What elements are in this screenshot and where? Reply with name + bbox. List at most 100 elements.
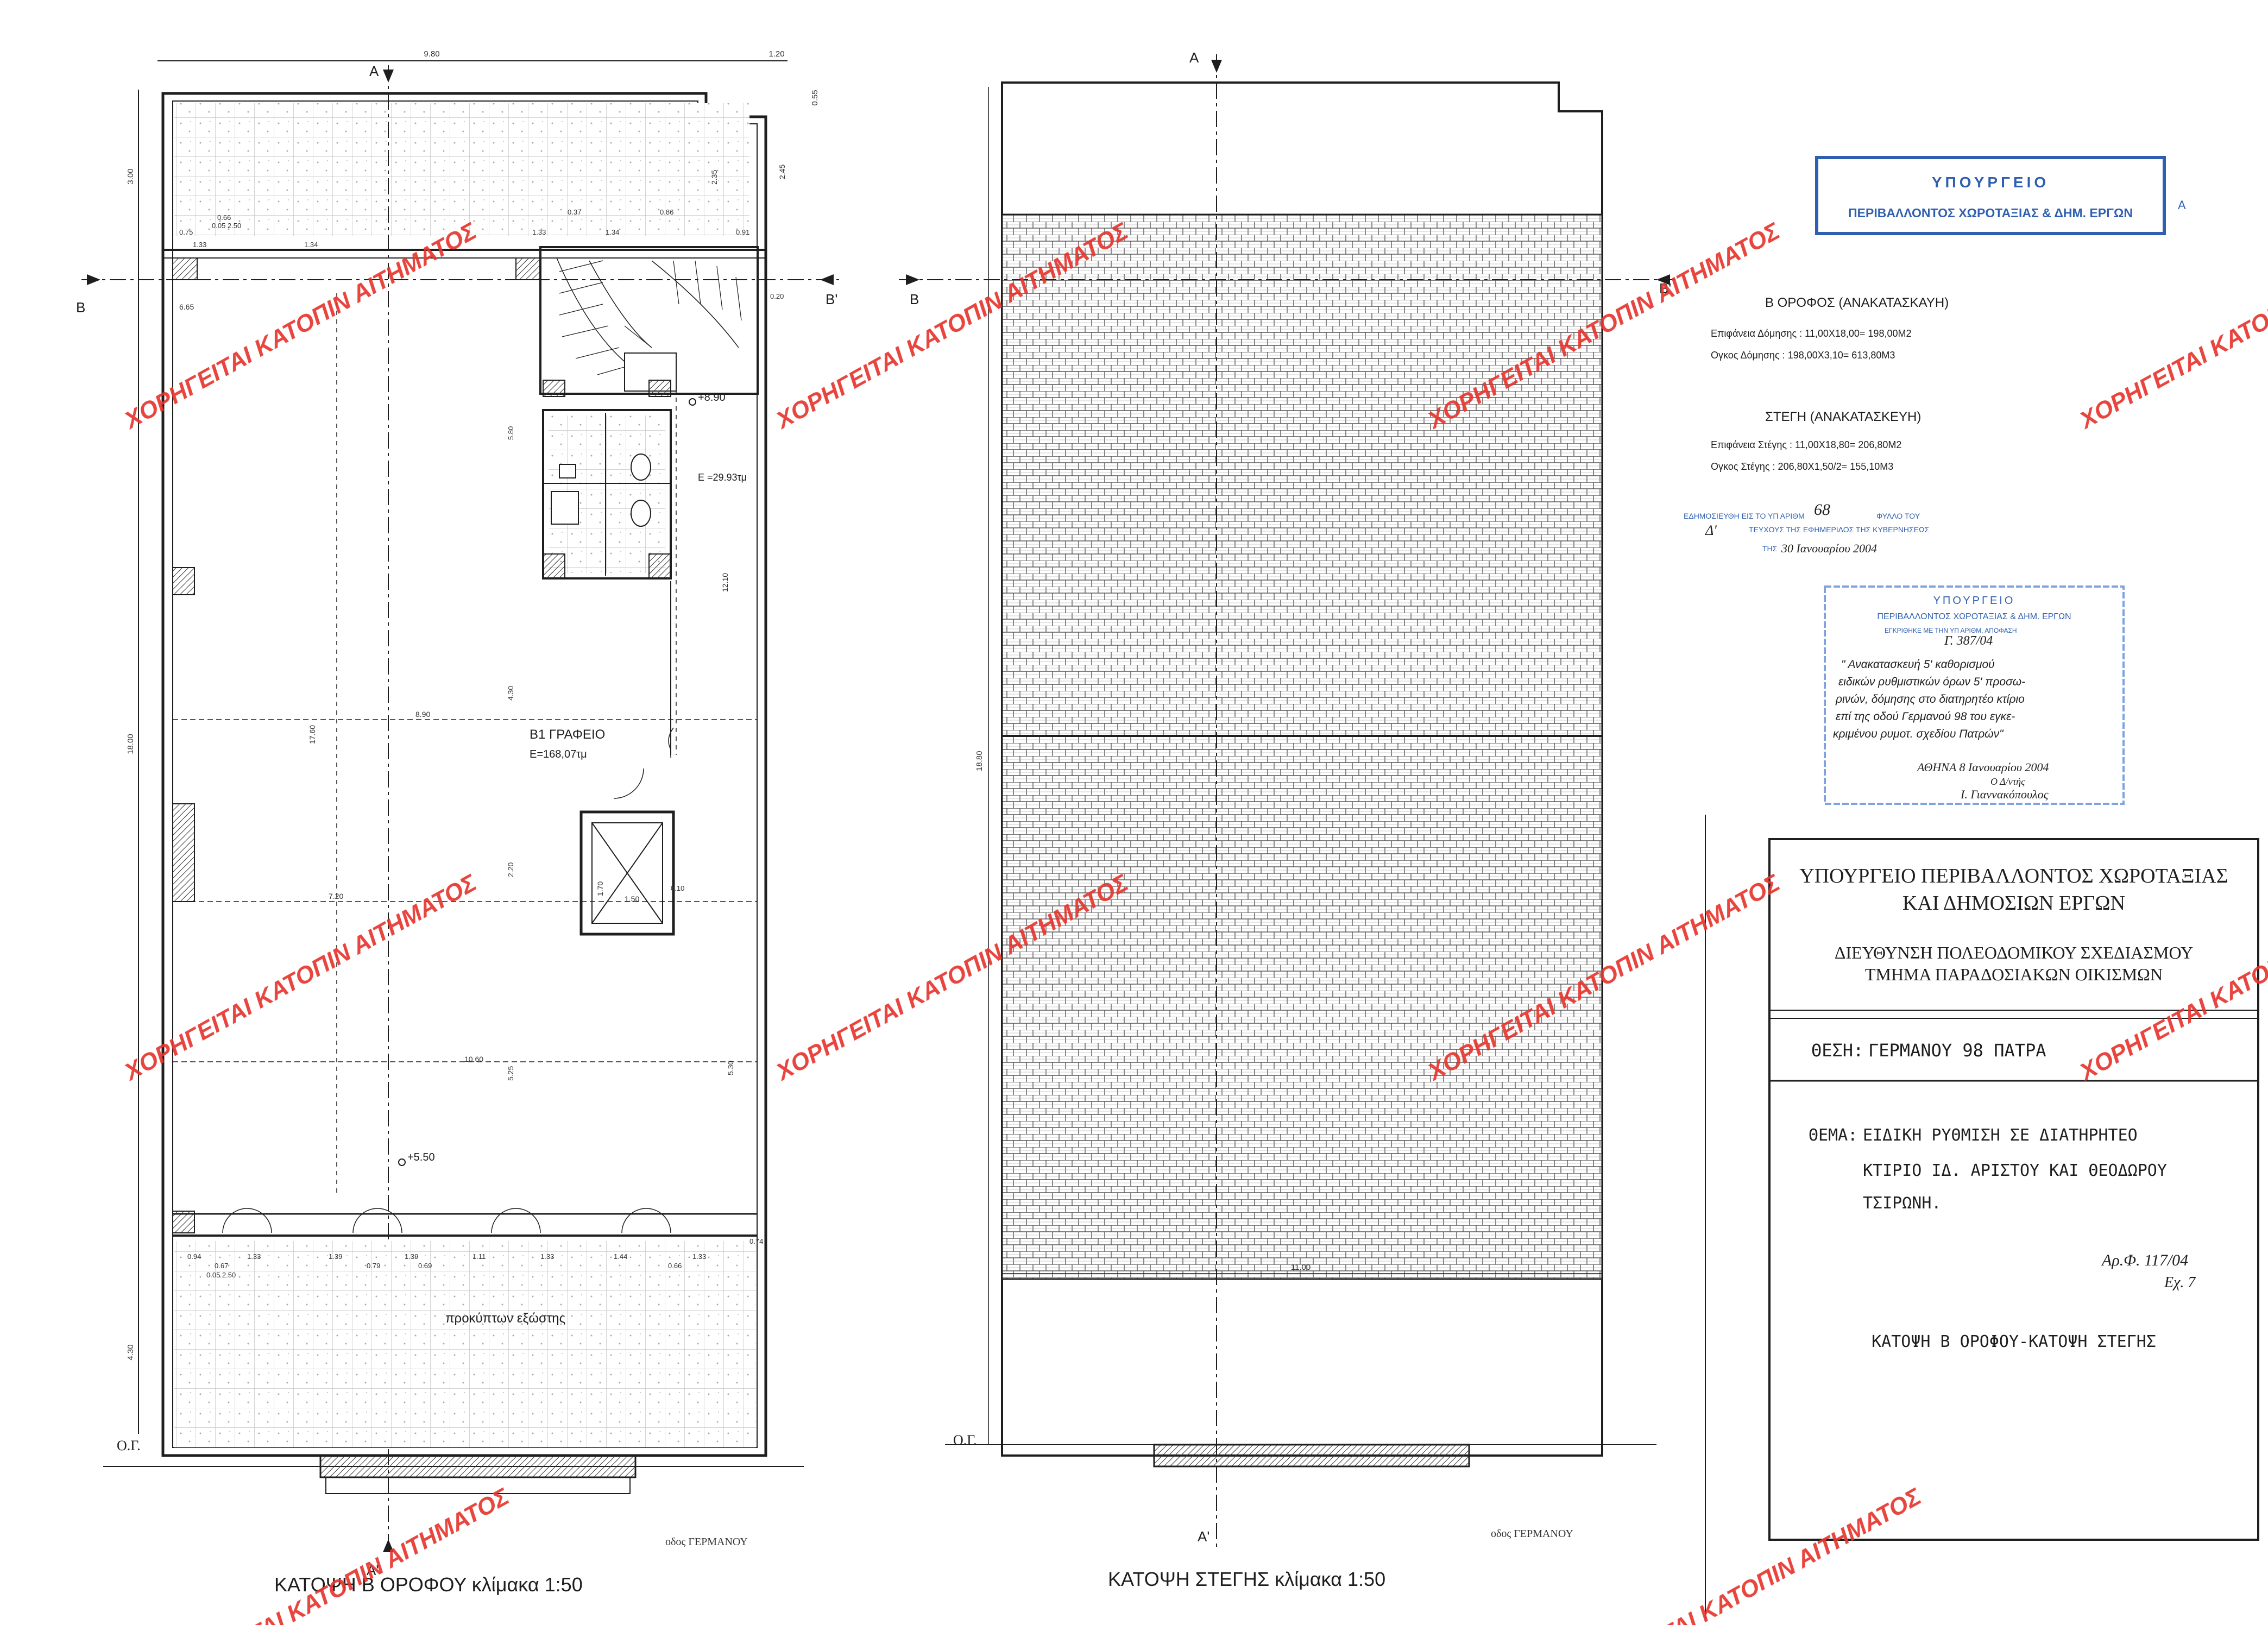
- dim-5.80: 5.80: [507, 426, 515, 440]
- front-balcony: [174, 1241, 756, 1447]
- dim-0.20: 0.20: [770, 292, 784, 300]
- approval-signature: Ι. Γιαννακόπουλος: [1960, 788, 2049, 801]
- toilet-icon: [631, 454, 651, 481]
- stair-treads: [559, 260, 742, 375]
- svg-text:" Ανακατασκευή 5' καθορισμού: " Ανακατασκευή 5' καθορισμού: [1841, 658, 1995, 671]
- approval-stamp-frame: [1824, 585, 2125, 805]
- title-ministry-line1: ΥΠΟΥΡΓΕΙΟ ΠΕΡΙΒΑΛΛΟΝΤΟΣ ΧΩΡΟΤΑΞΙΑΣ: [1799, 865, 2228, 887]
- roof-section-letter-b-prime: Β': [1659, 280, 1671, 297]
- publication-line1: ΕΔΗΜΟΣΙΕΥΘΗ ΕΙΣ ΤΟ ΥΠ ΑΡΙΘΜ: [1684, 512, 1805, 520]
- publication-stamp: ΕΔΗΜΟΣΙΕΥΘΗ ΕΙΣ ΤΟ ΥΠ ΑΡΙΘΜ 68 ΦΥΛΛΟ ΤΟΥ…: [1684, 501, 1929, 555]
- watermark-text: ΧΟΡΗΓΕΙΤΑΙ ΚΑΤΟΠΙΝ ΑΙΤΗΜΑΤΟΣ: [2074, 217, 2268, 434]
- top-balcony-dimensions: 0.75 1.33 1.34 1.33 1.34 0.91 0.66 0.05 …: [179, 208, 749, 249]
- b-floor-heading: Β ΟΡΟΦΟΣ (ΑΝΑΚΑΤΑΣΚΑΥΗ): [1765, 295, 1949, 310]
- approval-handwriting: " Ανακατασκευή 5' καθορισμού ειδικών ρυθ…: [1833, 658, 2025, 740]
- balcony-label: προκύπτων εξώστης: [445, 1311, 565, 1326]
- wc-block: [542, 409, 672, 580]
- publication-date: 30 Ιανουαρίου 2004: [1781, 541, 1877, 555]
- approval-line1: ΥΠΟΥΡΓΕΙΟ: [1933, 595, 2015, 607]
- svg-text:0.86: 0.86: [660, 208, 673, 216]
- wall-columns: [172, 257, 671, 1233]
- publication-issue: Δ': [1705, 522, 1717, 538]
- title-block-frame: [1768, 838, 2259, 1541]
- b-floor-volume: Ογκος Δόμησης : 198,00Χ3,10= 613,80Μ3: [1711, 350, 1895, 361]
- section-letter-b: Β: [76, 299, 85, 316]
- svg-text:1.33: 1.33: [532, 228, 546, 236]
- roof-dim-height: 18.80: [975, 751, 984, 771]
- svg-text:ειδικών ρυθμιστικών όρων 5' πρ: ειδικών ρυθμιστικών όρων 5' προσω-: [1838, 676, 2025, 688]
- ground-level-label: Ο.Γ.: [117, 1438, 141, 1453]
- roof-section-letter-a-prime: Α': [1198, 1528, 1209, 1545]
- svg-text:0.74: 0.74: [749, 1237, 763, 1245]
- publication-line2: ΤΕΥΧΟΥΣ ΤΗΣ ΕΦΗΜΕΡΙΔΟΣ ΤΗΣ ΚΥΒΕΡΝΗΣΕΩΣ: [1749, 525, 1929, 534]
- roof-street-label: οδος ΓΕΡΜΑΝΟΥ: [1491, 1528, 1573, 1540]
- roof-section-letter-b: Β: [910, 291, 919, 307]
- roof-plan: Α Α' Β Β' 18.80 11.00 Ο.Γ. οδος ΓΕΡΜΑΝΟΥ…: [899, 49, 1675, 1590]
- dim-5.25: 5.25: [506, 1066, 515, 1081]
- location-value: ΓΕΡΜΑΝΟΥ 98 ΠΑΤΡΑ: [1868, 1040, 2046, 1061]
- plan-title-b-floor: ΚΑΤΟΨΗ Β ΟΡΟΦΟΥ κλίμακα 1:50: [274, 1573, 583, 1596]
- publication-number: 68: [1814, 501, 1830, 519]
- svg-text:0.05 2.50: 0.05 2.50: [206, 1271, 236, 1279]
- dim-1.70: 1.70: [596, 881, 604, 896]
- area-info-block: Β ΟΡΟΦΟΣ (ΑΝΑΚΑΤΑΣΚΑΥΗ) Επιφάνεια Δόμηση…: [1711, 295, 1949, 472]
- lift-shaft: [579, 810, 675, 936]
- dim-0.10: 0.10: [671, 884, 684, 892]
- section-letter-b-prime: Β': [826, 291, 837, 307]
- dim-1.50: 1.50: [625, 895, 639, 903]
- bottom-balcony-dimensions: 0.94 1.33 1.39 1.39 1.11 1.33 1.44 1.33 …: [187, 1237, 763, 1279]
- location-label: ΘΕΣΗ:: [1811, 1040, 1863, 1061]
- dim-4.30: 4.30: [126, 1344, 135, 1360]
- svg-text:0.79: 0.79: [367, 1262, 380, 1270]
- dim-4.30-inner: 4.30: [506, 686, 515, 701]
- svg-text:1.39: 1.39: [405, 1252, 418, 1261]
- roof-tiles: [1001, 213, 1603, 1280]
- approval-line2: ΠΕΡΙΒΑΛΛΟΝΤΟΣ ΧΩΡΟΤΑΞΙΑΣ & ΔΗΜ. ΕΡΓΩΝ: [1877, 612, 2071, 621]
- approval-date: ΑΘΗΝΑ 8 Ιανουαρίου 2004: [1916, 760, 2049, 774]
- street-label: οδος ΓΕΡΜΑΝΟΥ: [665, 1536, 748, 1548]
- title-ministry-line2: ΚΑΙ ΔΗΜΟΣΙΩΝ ΕΡΓΩΝ: [1902, 892, 2125, 915]
- roof-ground-level-label: Ο.Γ.: [953, 1432, 977, 1448]
- level-bottom: +5.50: [407, 1151, 435, 1163]
- subject-line3: ΤΣΙΡΩΝΗ.: [1863, 1194, 1942, 1213]
- subject-label: ΘΕΜΑ:: [1809, 1126, 1857, 1145]
- svg-text:1.39: 1.39: [329, 1252, 342, 1261]
- roof-outline: [1001, 81, 1603, 1457]
- dim-5.30: 5.30: [726, 1061, 735, 1075]
- svg-text:1.33: 1.33: [193, 241, 206, 249]
- ministry-stamp-mark: Α: [2178, 198, 2186, 212]
- approval-line3: ΕΓΚΡΙΘΗΚΕ ΜΕ ΤΗΝ ΥΠ ΑΡΙΘΜ. ΑΠΟΦΑΣΗ: [1885, 627, 2017, 634]
- b-floor-plan: 9.80 1.20 0.55 3.00 18.00 4.30 Β Β' Α Α'…: [76, 49, 839, 1596]
- svg-text:0.66: 0.66: [668, 1262, 682, 1270]
- level-top: +8.90: [698, 392, 726, 404]
- sink-icon: [559, 464, 576, 478]
- subject-line2: ΚΤΙΡΙΟ ΙΔ. ΑΡΙΣΤΟΥ ΚΑΙ ΘΕΟΔΩΡΟΥ: [1863, 1161, 2167, 1180]
- dim-1.20: 1.20: [768, 49, 784, 59]
- svg-text:ρινών, δόμησης στο διατηρητέο: ρινών, δόμησης στο διατηρητέο κτίριο: [1835, 693, 2025, 706]
- toilet-icon: [631, 500, 651, 527]
- roof-entrance-steps: [1153, 1444, 1470, 1467]
- svg-text:επί της οδού Γερμανού 98 του ε: επί της οδού Γερμανού 98 του εγκε-: [1836, 710, 2015, 723]
- svg-text:1.11: 1.11: [472, 1252, 486, 1261]
- bathtub-icon: [551, 491, 579, 525]
- dim-9.80: 9.80: [424, 49, 439, 59]
- dim-3.00: 3.00: [126, 168, 135, 184]
- dim-2.20: 2.20: [506, 862, 515, 877]
- svg-text:0.91: 0.91: [736, 228, 749, 236]
- svg-text:0.69: 0.69: [418, 1262, 432, 1270]
- svg-text:1.34: 1.34: [606, 228, 619, 236]
- entrance-steps: [319, 1454, 637, 1478]
- wc-area: Ε =29.93τμ: [698, 472, 747, 483]
- dim-6.65-left: 6.65: [179, 303, 194, 311]
- drawing-title: ΚΑΤΟΨΗ Β ΟΡΟΦΟΥ-ΚΑΤΟΨΗ ΣΤΕΓΗΣ: [1872, 1332, 2156, 1351]
- dim-10.60: 10.60: [464, 1055, 483, 1063]
- dim-18.00: 18.00: [126, 734, 135, 754]
- watermark-text: ΧΟΡΗΓΕΙΤΑΙ ΚΑΤΟΠΙΝ ΑΙΤΗΜΑΤΟΣ: [1563, 1483, 1926, 1625]
- svg-text:0.37: 0.37: [568, 208, 581, 216]
- copy-number: Εχ. 7: [2164, 1274, 2196, 1291]
- dim-12.10: 12.10: [721, 573, 729, 592]
- roof-area: Επιφάνεια Στέγης : 11,00Χ18,80= 206,80Μ2: [1711, 439, 1901, 450]
- approval-role: Ο Δ/ντής: [1990, 776, 2025, 787]
- roof-dim-width: 11.00: [1291, 1263, 1311, 1272]
